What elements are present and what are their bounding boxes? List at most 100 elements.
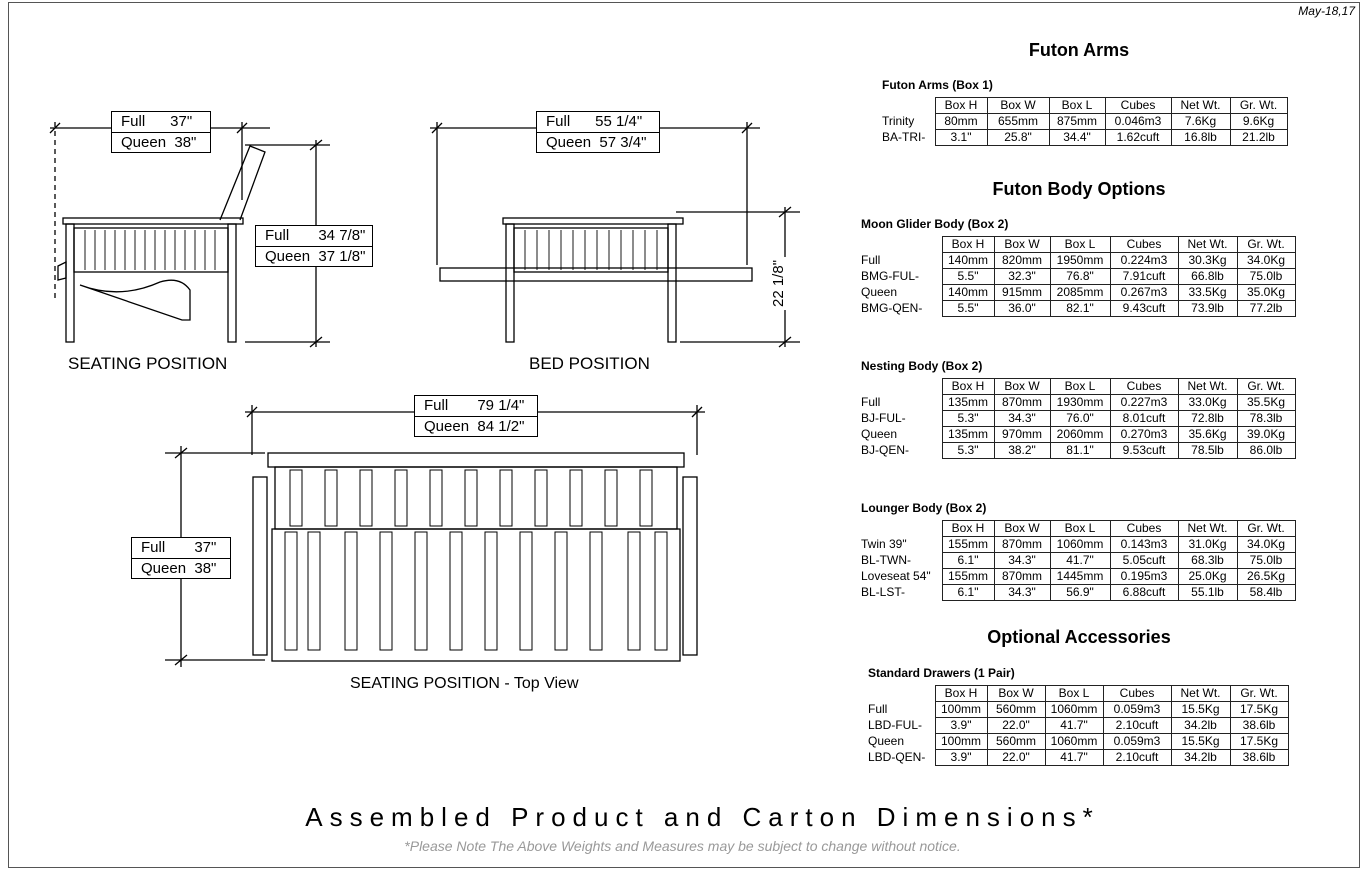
column-header: Net Wt. bbox=[1177, 378, 1238, 395]
top-view bbox=[165, 405, 705, 667]
table-cell: 5.3" bbox=[941, 410, 995, 427]
table-cell: 38.6lb bbox=[1229, 717, 1289, 734]
table-cell: 38.2" bbox=[993, 442, 1051, 459]
table-cell: 5.5" bbox=[941, 268, 995, 285]
table-cell: 75.0lb bbox=[1236, 268, 1296, 285]
table-cell: 0.046m3 bbox=[1104, 113, 1172, 130]
table-cell: 7.91cuft bbox=[1109, 268, 1179, 285]
column-header: Cubes bbox=[1104, 97, 1172, 114]
row-label: Twin 39" bbox=[861, 537, 907, 551]
table-cell: 34.0Kg bbox=[1236, 536, 1296, 553]
table-cell: 34.3" bbox=[993, 410, 1051, 427]
table-cell: 77.2lb bbox=[1236, 300, 1296, 317]
section-title-accessories: Optional Accessories bbox=[987, 627, 1171, 647]
seating-height-dimension: Full 34 7/8"Queen 37 1/8" bbox=[255, 225, 373, 267]
table-cell: 17.5Kg bbox=[1229, 733, 1289, 750]
row-label: Queen bbox=[861, 285, 898, 299]
column-header: Box H bbox=[934, 685, 988, 702]
column-header: Box H bbox=[941, 236, 995, 253]
table-cell: 80mm bbox=[934, 113, 988, 130]
table-cell: 35.0Kg bbox=[1236, 284, 1296, 301]
top-width-dimension: Full 79 1/4"Queen 84 1/2" bbox=[414, 395, 538, 437]
column-header: Net Wt. bbox=[1170, 685, 1231, 702]
row-label: LBD-FUL- bbox=[868, 718, 923, 732]
table-cell: 41.7" bbox=[1049, 552, 1111, 569]
table-cell: 36.0" bbox=[993, 300, 1051, 317]
table-cell: 6.1" bbox=[941, 552, 995, 569]
column-header: Box L bbox=[1049, 236, 1111, 253]
table-cell: 78.3lb bbox=[1236, 410, 1296, 427]
table-cell: 6.1" bbox=[941, 584, 995, 601]
table-cell: 2060mm bbox=[1049, 426, 1111, 443]
table-cell: 560mm bbox=[986, 733, 1046, 750]
table-cell: 2085mm bbox=[1049, 284, 1111, 301]
table-cell: 86.0lb bbox=[1236, 442, 1296, 459]
table-cell: 915mm bbox=[993, 284, 1051, 301]
table-cell: 2.10cuft bbox=[1102, 749, 1172, 766]
table-cell: 39.0Kg bbox=[1236, 426, 1296, 443]
table-cell: 33.0Kg bbox=[1177, 394, 1238, 411]
page-frame bbox=[8, 2, 1360, 868]
document-title: Assembled Product and Carton Dimensions* bbox=[305, 802, 1100, 832]
table-cell: 1445mm bbox=[1049, 568, 1111, 585]
table-cell: 135mm bbox=[941, 394, 995, 411]
row-label: Queen bbox=[861, 427, 898, 441]
full-width: Full 37" bbox=[121, 113, 193, 130]
row-label: BJ-FUL- bbox=[861, 411, 906, 425]
table-cell: 0.059m3 bbox=[1102, 701, 1172, 718]
table-cell: 25.0Kg bbox=[1177, 568, 1238, 585]
table-cell: 22.0" bbox=[986, 717, 1046, 734]
table-cell: 35.6Kg bbox=[1177, 426, 1238, 443]
table-cell: 135mm bbox=[941, 426, 995, 443]
row-label: BMG-FUL- bbox=[861, 269, 919, 283]
corner-cell bbox=[861, 379, 942, 395]
table-cell: 34.3" bbox=[993, 584, 1051, 601]
table-cell: 0.267m3 bbox=[1109, 284, 1179, 301]
table-cell: 21.2lb bbox=[1229, 129, 1288, 146]
row-label: BJ-QEN- bbox=[861, 443, 909, 457]
column-header: Box W bbox=[986, 685, 1046, 702]
table-cell: 0.195m3 bbox=[1109, 568, 1179, 585]
row-label: Queen bbox=[868, 734, 905, 748]
corner-cell bbox=[861, 237, 942, 253]
revision-date: May-18,17 bbox=[1298, 4, 1355, 18]
table-cell: 1.62cuft bbox=[1104, 129, 1172, 146]
seating-width-dimension: Full 37"Queen 38" bbox=[111, 111, 211, 153]
column-header: Box L bbox=[1049, 520, 1111, 537]
table-cell: 1060mm bbox=[1049, 536, 1111, 553]
table-cell: 0.143m3 bbox=[1109, 536, 1179, 553]
table-cell: 870mm bbox=[993, 568, 1051, 585]
row-label: Full bbox=[861, 395, 881, 409]
table-title: Nesting Body (Box 2) bbox=[861, 359, 983, 373]
table-cell: 1060mm bbox=[1044, 733, 1104, 750]
table-cell: 16.8lb bbox=[1170, 129, 1231, 146]
column-header: Box W bbox=[993, 378, 1051, 395]
table-cell: 970mm bbox=[993, 426, 1051, 443]
table-cell: 33.5Kg bbox=[1177, 284, 1238, 301]
table-cell: 140mm bbox=[941, 284, 995, 301]
seating-side-view bbox=[49, 122, 330, 348]
column-header: Net Wt. bbox=[1177, 520, 1238, 537]
table-cell: 1930mm bbox=[1049, 394, 1111, 411]
section-title-arms: Futon Arms bbox=[1028, 40, 1130, 60]
table-cell: 870mm bbox=[993, 394, 1051, 411]
bed-width-dimension: Full 55 1/4"Queen 57 3/4" bbox=[536, 111, 660, 153]
table-cell: 22.0" bbox=[986, 749, 1046, 766]
